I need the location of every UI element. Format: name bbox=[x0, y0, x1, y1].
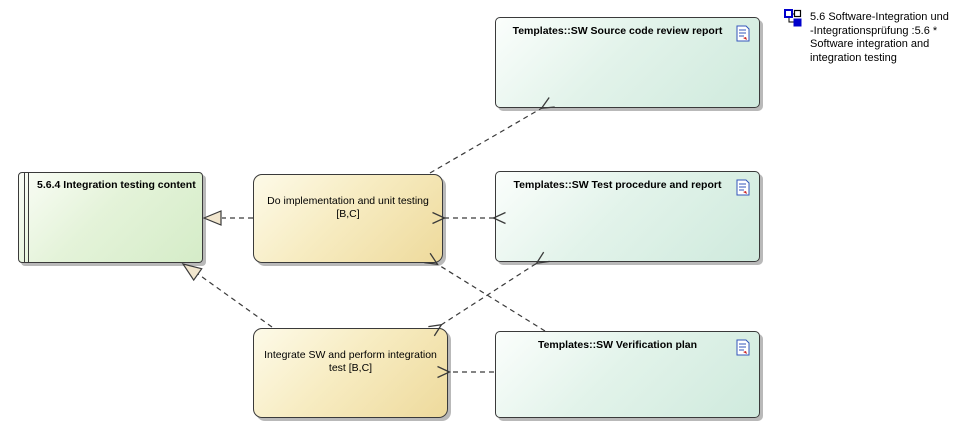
node-label: Templates::SW Test procedure and report bbox=[513, 179, 722, 191]
node-label: Integrate SW and perform integration tes… bbox=[264, 349, 437, 374]
edge-realization-do-implementation bbox=[202, 210, 253, 226]
note-line: -Integrationsprüfung :5.6 * bbox=[810, 24, 938, 37]
node-sw-source-code-review-report[interactable]: Templates::SW Source code review report bbox=[495, 17, 760, 108]
note-line: integration testing bbox=[810, 51, 897, 64]
node-label: 5.6.4 Integration testing content bbox=[37, 179, 196, 191]
node-sw-test-procedure-and-report[interactable]: Templates::SW Test procedure and report bbox=[495, 171, 760, 262]
note-line: Software integration and bbox=[810, 38, 930, 50]
node-label: Templates::SW Verification plan bbox=[537, 339, 698, 351]
composite-diagram-icon bbox=[784, 9, 802, 27]
edge-dependency-source-code-review bbox=[429, 97, 555, 174]
diagram-frame-note: 5.6 Software-Integration und -Integratio… bbox=[810, 11, 958, 65]
document-icon bbox=[736, 25, 750, 42]
node-sw-verification-plan[interactable]: Templates::SW Verification plan bbox=[495, 331, 760, 418]
activity-partition-bars bbox=[24, 173, 29, 262]
node-integration-testing-content[interactable]: 5.6.4 Integration testing content bbox=[18, 172, 203, 263]
edge-realization-integrate-sw bbox=[181, 263, 273, 328]
note-line: 5.6 Software-Integration und bbox=[810, 11, 949, 23]
edge-dependency-integrate-sw-test-procedure bbox=[428, 251, 550, 337]
edge-dependency-verification-do-impl bbox=[424, 252, 546, 332]
node-do-implementation[interactable]: Do implementation and unit testing [B,C] bbox=[253, 174, 443, 263]
node-integrate-sw[interactable]: Integrate SW and perform integration tes… bbox=[253, 328, 448, 418]
node-label: Templates::SW Source code review report bbox=[512, 25, 723, 37]
document-icon bbox=[736, 179, 750, 196]
node-label: Do implementation and unit testing [B,C] bbox=[267, 195, 429, 220]
document-icon bbox=[736, 339, 750, 356]
